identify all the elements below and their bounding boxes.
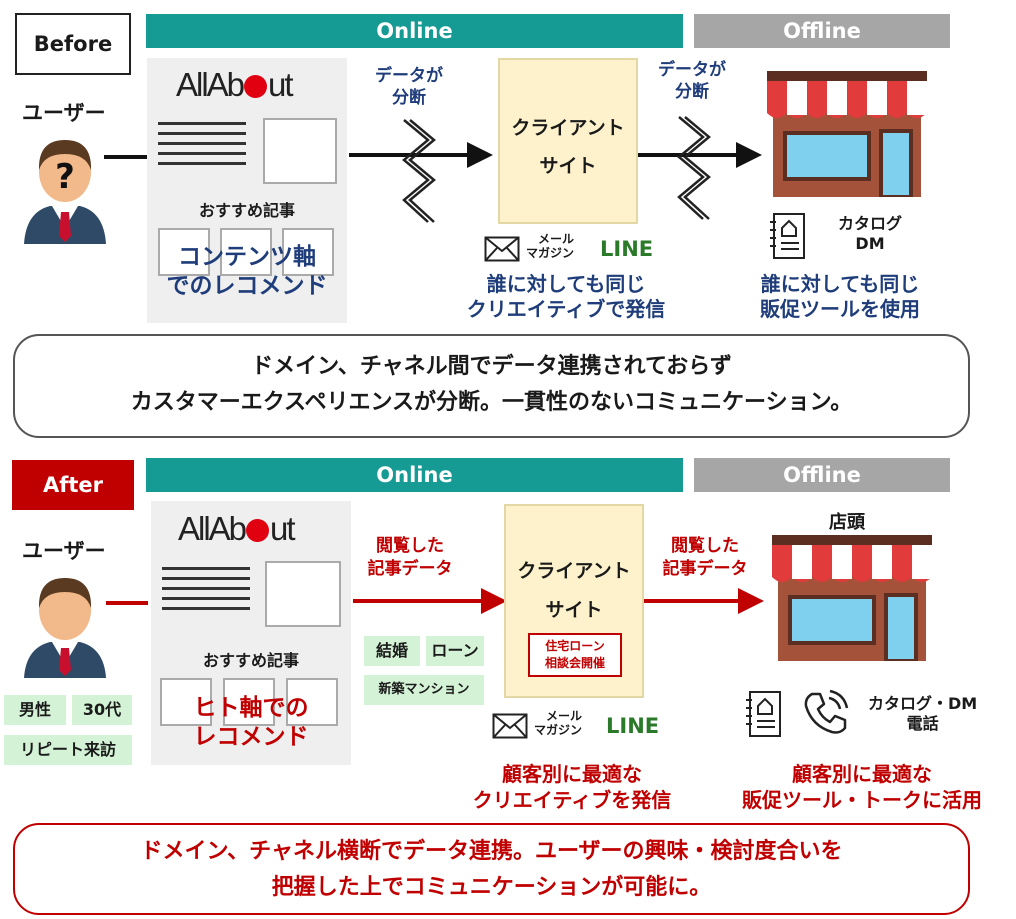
before-line-label: LINE (600, 237, 654, 261)
catalog-icon (746, 691, 781, 737)
interest-tag: 結婚 (364, 636, 420, 666)
before-client-note: 誰に対しても同じクリエイティブで発信 (466, 272, 666, 321)
data-break-zigzag (402, 119, 436, 223)
after-store-note: 顧客別に最適な販促ツール・トークに活用 (742, 762, 982, 812)
after-mail-label: メールマガジン (534, 709, 583, 737)
article-thumbnail (265, 561, 341, 627)
after-offline-arrow (644, 599, 740, 603)
article-lines (158, 122, 246, 172)
article-lines (162, 567, 250, 617)
after-user-connector (106, 601, 148, 605)
client-campaign-banner: 住宅ローン相談会開催 (528, 633, 622, 677)
after-recommend-title: おすすめ記事 (202, 651, 299, 670)
store-icon (767, 71, 927, 197)
after-client-note: 顧客別に最適なクリエイティブを発信 (472, 762, 672, 812)
before-summary: ドメイン、チャネル間でデータ連携されておらずカスタマーエクスペリエンスが分断。一… (13, 334, 970, 438)
before-online-band: Online (146, 14, 683, 48)
before-recommend-note: コンテンツ軸でのレコメンド (166, 244, 328, 299)
interest-tag: ローン (426, 636, 484, 666)
catalog-icon (770, 213, 805, 259)
arrow-head (467, 142, 493, 168)
recommend-thumb (158, 228, 210, 276)
after-offline-band: Offline (694, 458, 950, 492)
after-flow-label: 閲覧した記事データ (367, 536, 453, 579)
after-summary: ドメイン、チャネル横断でデータ連携。ユーザーの興味・検討度合いを把握した上でコミ… (13, 823, 970, 915)
before-mail-label: メールマガジン (526, 232, 575, 260)
before-user-label: ユーザー (22, 101, 106, 125)
after-label: After (12, 460, 134, 510)
user-tag: 男性 (4, 695, 66, 725)
before-offline-band: Offline (694, 14, 950, 48)
recommend-thumb (282, 228, 334, 276)
mail-icon (492, 713, 528, 739)
arrow-head (738, 588, 764, 614)
recommend-thumb (223, 678, 275, 726)
after-flow-label-2: 閲覧した記事データ (662, 536, 748, 579)
arrow-head (736, 142, 762, 168)
mail-icon (484, 236, 520, 262)
before-user-connector (104, 155, 148, 159)
data-break-zigzag (677, 116, 711, 220)
user-tag: 30代 (72, 695, 132, 725)
before-label: Before (15, 13, 131, 75)
after-recommend-note: ヒト軸でのレコメンド (193, 695, 309, 750)
before-break-label: データが分断 (375, 66, 443, 108)
after-store-title: 店頭 (829, 512, 865, 533)
recommend-thumb (286, 678, 338, 726)
interest-tag: 新築マンション (364, 675, 484, 705)
article-thumbnail (263, 118, 337, 184)
arrow-head (481, 588, 507, 614)
svg-text:?: ? (55, 157, 75, 197)
user-icon (24, 578, 106, 678)
before-client-site: クライアント サイト (498, 58, 638, 224)
before-recommend-title: おすすめ記事 (198, 201, 295, 220)
before-store-note: 誰に対しても同じ販促ツールを使用 (760, 272, 920, 321)
after-user-label: ユーザー (22, 539, 106, 563)
phone-icon (804, 689, 849, 734)
after-flow-arrow (353, 599, 483, 603)
before-break-label-2: データが分断 (658, 60, 726, 102)
recommend-thumb (220, 228, 272, 276)
store-icon (772, 535, 932, 661)
user-unknown-icon: ? (24, 140, 106, 244)
user-tag: リピート来訪 (4, 735, 132, 765)
after-client-site: クライアント サイト 住宅ローン相談会開催 (504, 504, 644, 698)
after-line-label: LINE (606, 714, 660, 738)
recommend-thumb (160, 678, 212, 726)
after-online-band: Online (146, 458, 683, 492)
before-allabout-panel (147, 58, 347, 323)
